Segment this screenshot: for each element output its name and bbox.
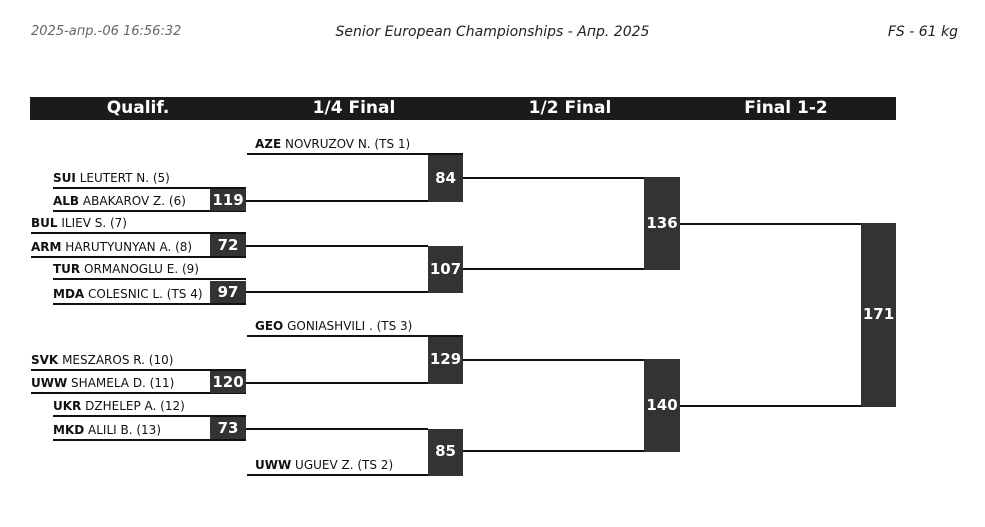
country-code: MDA [53, 287, 85, 301]
bracket-connector [246, 428, 428, 430]
wrestler-name: MESZAROS R. (10) [62, 353, 174, 367]
wrestler-name: DZHELEP A. (12) [85, 399, 185, 413]
bracket-connector [246, 291, 428, 293]
bout-score: 107 [429, 260, 462, 278]
country-code: GEO [255, 319, 284, 333]
bout-box [428, 155, 463, 202]
bout-score: 120 [212, 373, 244, 391]
round-quarterfinal: 1/4 Final [312, 98, 396, 118]
country-code: BUL [31, 216, 58, 230]
bracket-connector [463, 450, 644, 452]
bout-score: 85 [435, 442, 456, 460]
bout-box [428, 337, 463, 384]
bout-box [210, 234, 246, 256]
bout-score: 73 [217, 419, 239, 437]
bracket-line [31, 232, 246, 234]
wrestler-name: COLESNIC L. (TS 4) [88, 287, 203, 301]
bout-box [428, 246, 463, 293]
timestamp: 2025-апр.-06 16:56:32 [31, 24, 182, 39]
country-code: UWW [255, 458, 292, 472]
wrestler-name: UGUEV Z. (TS 2) [295, 458, 394, 472]
wrestler-name: GONIASHVILI . (TS 3) [287, 319, 413, 333]
bracket-line [247, 474, 463, 476]
wrestler-name: HARUTYUNYAN A. (8) [65, 240, 193, 254]
bracket-line [31, 369, 246, 371]
bout-box [210, 281, 246, 303]
bracket-connector [246, 245, 428, 247]
wrestler-name: ABAKAROV Z. (6) [82, 194, 186, 208]
country-code: SUI [53, 171, 76, 185]
country-code: MKD [53, 423, 85, 437]
bracket-connector [680, 405, 861, 407]
bout-score: 136 [646, 214, 678, 232]
country-code: TUR [53, 262, 81, 276]
bracket-line [31, 392, 246, 394]
bracket-connector [463, 268, 644, 270]
bracket-connector [463, 359, 644, 361]
bout-box [428, 429, 463, 476]
wrestler-name: ILIEV S. (7) [61, 216, 127, 230]
bracket-line [53, 303, 246, 305]
bout-score: 97 [217, 283, 239, 301]
bracket-line [247, 335, 463, 337]
country-code: UKR [53, 399, 82, 413]
wrestler-entry: ALB ABAKAROV Z. (6) [53, 194, 209, 208]
bout-score: 84 [435, 169, 456, 187]
round-semifinal: 1/2 Final [528, 98, 612, 118]
wrestler-entry: SUI LEUTERT N. (5) [53, 171, 233, 185]
wrestler-entry: UWW SHAMELA D. (11) [31, 376, 209, 390]
event-title: Senior European Championships - Апр. 202… [335, 24, 650, 40]
wrestler-entry: MDA COLESNIC L. (TS 4) [53, 287, 209, 301]
bracket-connector [246, 200, 428, 202]
bracket-line [53, 439, 246, 441]
final-bout-box [861, 223, 896, 407]
country-code: UWW [31, 376, 68, 390]
rounds-header: Qualif. 1/4 Final 1/2 Final Final 1-2 [30, 97, 896, 120]
wrestler-name: NOVRUZOV N. (TS 1) [285, 137, 411, 151]
wrestler-entry: GEO GONIASHVILI . (TS 3) [255, 319, 445, 333]
final-score: 171 [862, 305, 895, 323]
wrestler-entry: AZE NOVRUZOV N. (TS 1) [255, 137, 445, 151]
bout-box [644, 177, 680, 270]
bout-box [210, 189, 246, 211]
bout-box [210, 417, 246, 439]
bout-box [644, 359, 680, 452]
bracket-connector [463, 177, 644, 179]
bout-box [210, 371, 246, 393]
round-qualif: Qualif. [106, 98, 170, 118]
country-code: ALB [53, 194, 80, 208]
wrestler-name: ORMANOGLU E. (9) [84, 262, 199, 276]
bout-score: 119 [212, 191, 244, 209]
wrestler-name: SHAMELA D. (11) [71, 376, 175, 390]
wrestler-entry: BUL ILIEV S. (7) [31, 216, 211, 230]
wrestler-name: LEUTERT N. (5) [79, 171, 170, 185]
weight-category: FS - 61 kg [887, 24, 958, 40]
bracket-line [247, 153, 463, 155]
bout-score: 140 [646, 396, 678, 414]
wrestler-entry: SVK MESZAROS R. (10) [31, 353, 231, 367]
bracket-connector [246, 382, 428, 384]
bout-score: 129 [429, 350, 462, 368]
wrestler-entry: UWW UGUEV Z. (TS 2) [255, 458, 445, 472]
bracket-line [53, 187, 246, 189]
wrestler-entry: UKR DZHELEP A. (12) [53, 399, 233, 413]
bracket-line [53, 210, 246, 212]
round-final: Final 1-2 [744, 98, 828, 118]
wrestler-entry: TUR ORMANOGLU E. (9) [53, 262, 233, 276]
bout-score: 72 [217, 236, 239, 254]
bracket-connector [680, 223, 861, 225]
bracket-line [53, 415, 246, 417]
bracket-line [31, 256, 246, 258]
country-code: ARM [31, 240, 62, 254]
country-code: AZE [255, 137, 282, 151]
wrestler-name: ALILI B. (13) [88, 423, 161, 437]
bracket-line [53, 278, 246, 280]
country-code: SVK [31, 353, 59, 367]
wrestler-entry: MKD ALILI B. (13) [53, 423, 209, 437]
wrestler-entry: ARM HARUTYUNYAN A. (8) [31, 240, 209, 254]
